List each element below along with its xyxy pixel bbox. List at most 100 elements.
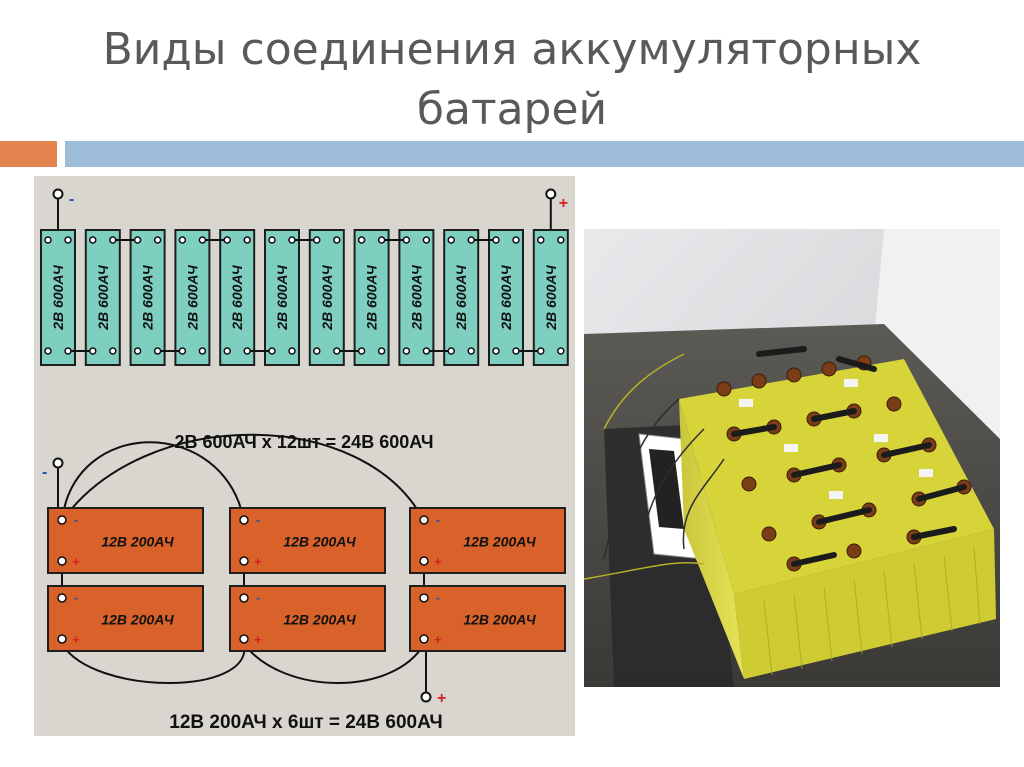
battery-12v [409,507,566,574]
battery-photo-illustration [584,229,1000,687]
plus-sign: + [559,195,568,212]
slide-title-line-2: батарей [416,84,608,135]
slide-title: Виды соединения аккумуляторных батарей [60,20,964,140]
cell-terminal [223,236,231,244]
minus-sign: - [256,591,260,605]
batteries-group: 12В 200АЧ - +12В 200АЧ - +12В 200АЧ - +12В 200… [47,507,566,652]
positive-terminal [545,188,557,200]
minus-sign: - [74,513,78,527]
positive-terminal [420,691,432,703]
battery-terminal-positive [57,556,67,566]
plus-sign: + [437,690,446,707]
cell-terminal [89,347,97,355]
battery-terminal-positive [239,556,249,566]
battery-terminal-positive [239,634,249,644]
minus-sign: - [74,591,78,605]
cell-terminal [64,236,72,244]
cell-terminal [537,236,545,244]
battery-12v [47,507,204,574]
battery-12v [229,507,386,574]
battery-label: 12В 200АЧ [463,612,536,628]
cell-terminal [377,236,386,244]
cell-terminal [467,347,475,355]
parallel-arc [61,433,425,522]
negative-terminal [52,188,64,200]
cell-terminal [89,236,97,244]
plus-sign: + [72,554,80,569]
minus-sign: - [436,591,440,605]
cell-terminal [447,347,455,355]
minus-sign: - [42,464,47,481]
cell-label: 2В 600АЧ [184,264,200,331]
cell-terminal [198,347,207,355]
parallel-arc [61,643,246,684]
battery-terminal-negative [57,515,67,525]
cell-terminal [537,347,545,355]
cell-terminal [153,347,162,355]
cell-terminal [64,347,72,355]
cell-terminal [288,347,296,355]
cell-terminal [492,347,500,355]
series-wires-group: -+ [44,188,568,355]
parallel-formula: 12В 200АЧ х 6шт = 24В 600АЧ [169,712,442,733]
battery-cell [308,229,345,366]
cell-label: 2В 600АЧ [498,264,514,331]
cell-terminal [357,347,366,355]
battery-terminal-positive [57,634,67,644]
cell-label: 2В 600АЧ [50,264,66,331]
cell-label: 2В 600АЧ [364,264,380,331]
battery-terminal-negative [419,593,429,603]
cell-terminal [467,236,475,244]
cell-terminal [243,236,251,244]
minus-sign: - [69,191,74,208]
cell-terminal [178,347,187,355]
cell-terminal [557,347,565,355]
cell-terminal [377,347,386,355]
battery-12v [229,585,386,652]
minus-sign: - [256,513,260,527]
battery-terminal-positive [419,556,429,566]
minus-sign: - [436,513,440,527]
battery-terminal-negative [239,593,249,603]
cell-terminal [422,236,431,244]
battery-cell [129,229,166,366]
cell-terminal [109,347,117,355]
battery-label: 12В 200АЧ [101,612,174,628]
battery-terminal-negative [239,515,249,525]
cell-label: 2В 600АЧ [274,264,290,331]
battery-label: 12В 200АЧ [283,534,356,550]
plus-sign: + [72,632,80,647]
battery-terminal-negative [57,593,67,603]
cell-terminal [268,347,276,355]
cell-terminal [109,236,117,244]
cell-terminal [133,236,142,244]
cell-terminal [288,236,296,244]
cell-label: 2В 600АЧ [319,264,335,331]
battery-terminal-negative [419,515,429,525]
battery-label: 12В 200АЧ [283,612,356,628]
battery-cell [219,229,256,366]
battery-cell [174,229,211,366]
plus-sign: + [434,554,442,569]
cell-terminal [557,236,565,244]
cell-terminal [223,347,231,355]
cell-label: 2В 600АЧ [408,264,424,331]
plus-sign: + [254,554,262,569]
cell-terminal [313,236,321,244]
cell-terminal [357,236,366,244]
cell-terminal [492,236,500,244]
battery-terminal-positive [419,634,429,644]
battery-label: 12В 200АЧ [463,534,536,550]
battery-cell [532,229,569,366]
cell-terminal [512,236,520,244]
battery-12v [47,585,204,652]
series-cells-group: 2В 600АЧ 2В 600АЧ 2В 600АЧ 2В 600АЧ 2В 600АЧ… [40,229,569,366]
battery-cell [264,229,300,366]
cell-terminal [447,236,455,244]
battery-bank-photo [584,229,1000,687]
parallel-arc [243,643,425,684]
battery-label: 12В 200АЧ [101,534,174,550]
battery-cell [353,229,390,366]
plus-sign: + [434,632,442,647]
cell-terminal [333,347,341,355]
